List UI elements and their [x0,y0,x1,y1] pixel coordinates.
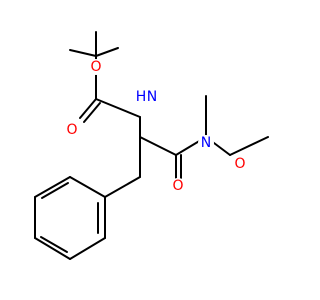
methoxy-oxygen-label: O [234,156,245,172]
bond-ring-3 [34,237,71,260]
bond-ring-inner-2 [40,236,68,253]
amide-nitrogen-label: N [201,135,211,151]
amide-nitrogen-atom: N [198,135,214,151]
bond-ch2-phenyl [104,176,141,198]
bond-carbamate-nitrogen [95,98,141,118]
ester-oxygen-atom: O [88,59,104,75]
bond-ring-inner-3 [41,182,69,199]
bond-carbamate-carbonyl-oxygen-2 [83,102,101,123]
amide-carbonyl-oxygen-label: O [172,178,183,194]
methoxy-oxygen-atom: O [232,156,248,172]
bond-tbu-methyl-left [69,49,97,57]
bond-ring-2 [69,237,106,260]
bond-layer [34,31,269,260]
atom-label-layer: O O H N N O O [64,59,248,194]
carbamate-nitrogen-label: N [147,89,157,105]
bond-ring-5 [34,176,71,198]
carbamate-carbonyl-oxygen-atom: O [64,122,80,138]
bond-ring-6 [69,176,106,198]
bond-carbamate-carbonyl-oxygen [79,98,97,119]
amide-carbonyl-oxygen-atom: O [170,178,186,194]
ester-oxygen-label: O [90,59,101,75]
carbamate-nitrogen-atom: H N [136,89,159,113]
bond-alpha-carbon-amide-carbon [139,136,177,156]
bond-tbu-methyl-right [95,47,119,57]
molecule-structure: O O H N N O O [34,31,269,260]
carbamate-carbonyl-oxygen-label: O [66,122,77,138]
bond-oxygen-methyl [229,136,269,156]
carbamate-hydrogen-label: H [136,89,147,105]
